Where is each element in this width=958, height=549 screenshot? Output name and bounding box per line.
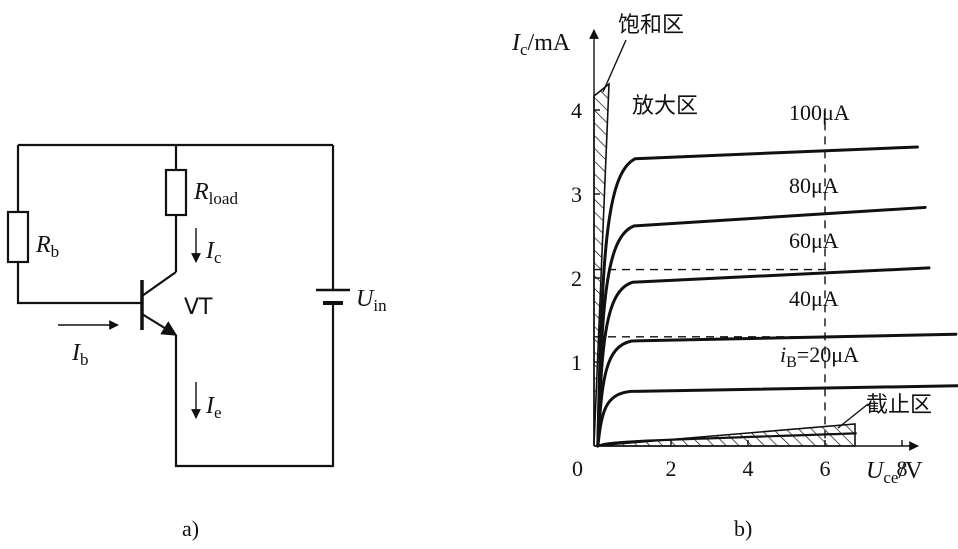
saturation-leader xyxy=(602,39,627,93)
y-tick-label: 3 xyxy=(571,182,582,207)
output-characteristics-graph: Ic/mA Uce/V 0 饱和区 截止区 放大区 2 4 6 8 1 2 3 4 iB=20μ… xyxy=(511,13,958,541)
uin-label: Uin xyxy=(356,286,387,315)
series-label: 60μA xyxy=(789,228,839,253)
cutoff-label: 截止区 xyxy=(866,393,932,418)
plot-layer: 2 4 6 8 1 2 3 4 iB=20μA 40μA 60μA 80μA 100μA xyxy=(571,98,958,481)
saturation-region xyxy=(593,82,610,447)
x-tick-label: 8 xyxy=(897,456,908,481)
x-axis-label: Uce/V xyxy=(866,458,923,487)
ie-label: Ie xyxy=(205,393,222,422)
wire-rb-down xyxy=(16,262,142,305)
resistor-rb xyxy=(6,210,30,264)
y-axis-label: Ic/mA xyxy=(511,30,571,59)
wire-emitter xyxy=(174,303,335,468)
transistor-emitter-leg xyxy=(141,313,178,336)
ib-label: Ib xyxy=(71,340,89,369)
vt-label: VT xyxy=(184,295,213,320)
x-tick-label: 4 xyxy=(743,456,754,481)
caption-b: b) xyxy=(734,516,752,541)
origin-label: 0 xyxy=(572,456,583,481)
x-tick-label: 6 xyxy=(820,456,831,481)
caption-a: a) xyxy=(182,516,199,541)
series-label: 100μA xyxy=(789,100,850,125)
y-tick-label: 2 xyxy=(571,266,582,291)
active-label: 放大区 xyxy=(632,94,698,119)
series-line xyxy=(596,145,919,448)
rb-label: Rb xyxy=(35,232,59,261)
series-line xyxy=(596,266,931,448)
series-label: iB=20μA xyxy=(780,342,859,371)
rload-label: Rload xyxy=(193,179,238,208)
y-tick-label: 1 xyxy=(571,350,582,375)
series-label: 40μA xyxy=(789,286,839,311)
circuit-diagram: Rb Rload VT Ic Ib Ie Uin a) xyxy=(6,143,387,541)
resistor-rload xyxy=(164,168,188,217)
cutoff-line xyxy=(596,432,857,448)
y-tick-label: 4 xyxy=(571,98,582,123)
x-tick-label: 2 xyxy=(666,456,677,481)
cutoff-leader xyxy=(837,403,869,429)
saturation-label: 饱和区 xyxy=(618,13,684,38)
transistor-collector-leg xyxy=(141,271,177,297)
series-label: 80μA xyxy=(789,173,839,198)
ic-label: Ic xyxy=(205,238,222,267)
